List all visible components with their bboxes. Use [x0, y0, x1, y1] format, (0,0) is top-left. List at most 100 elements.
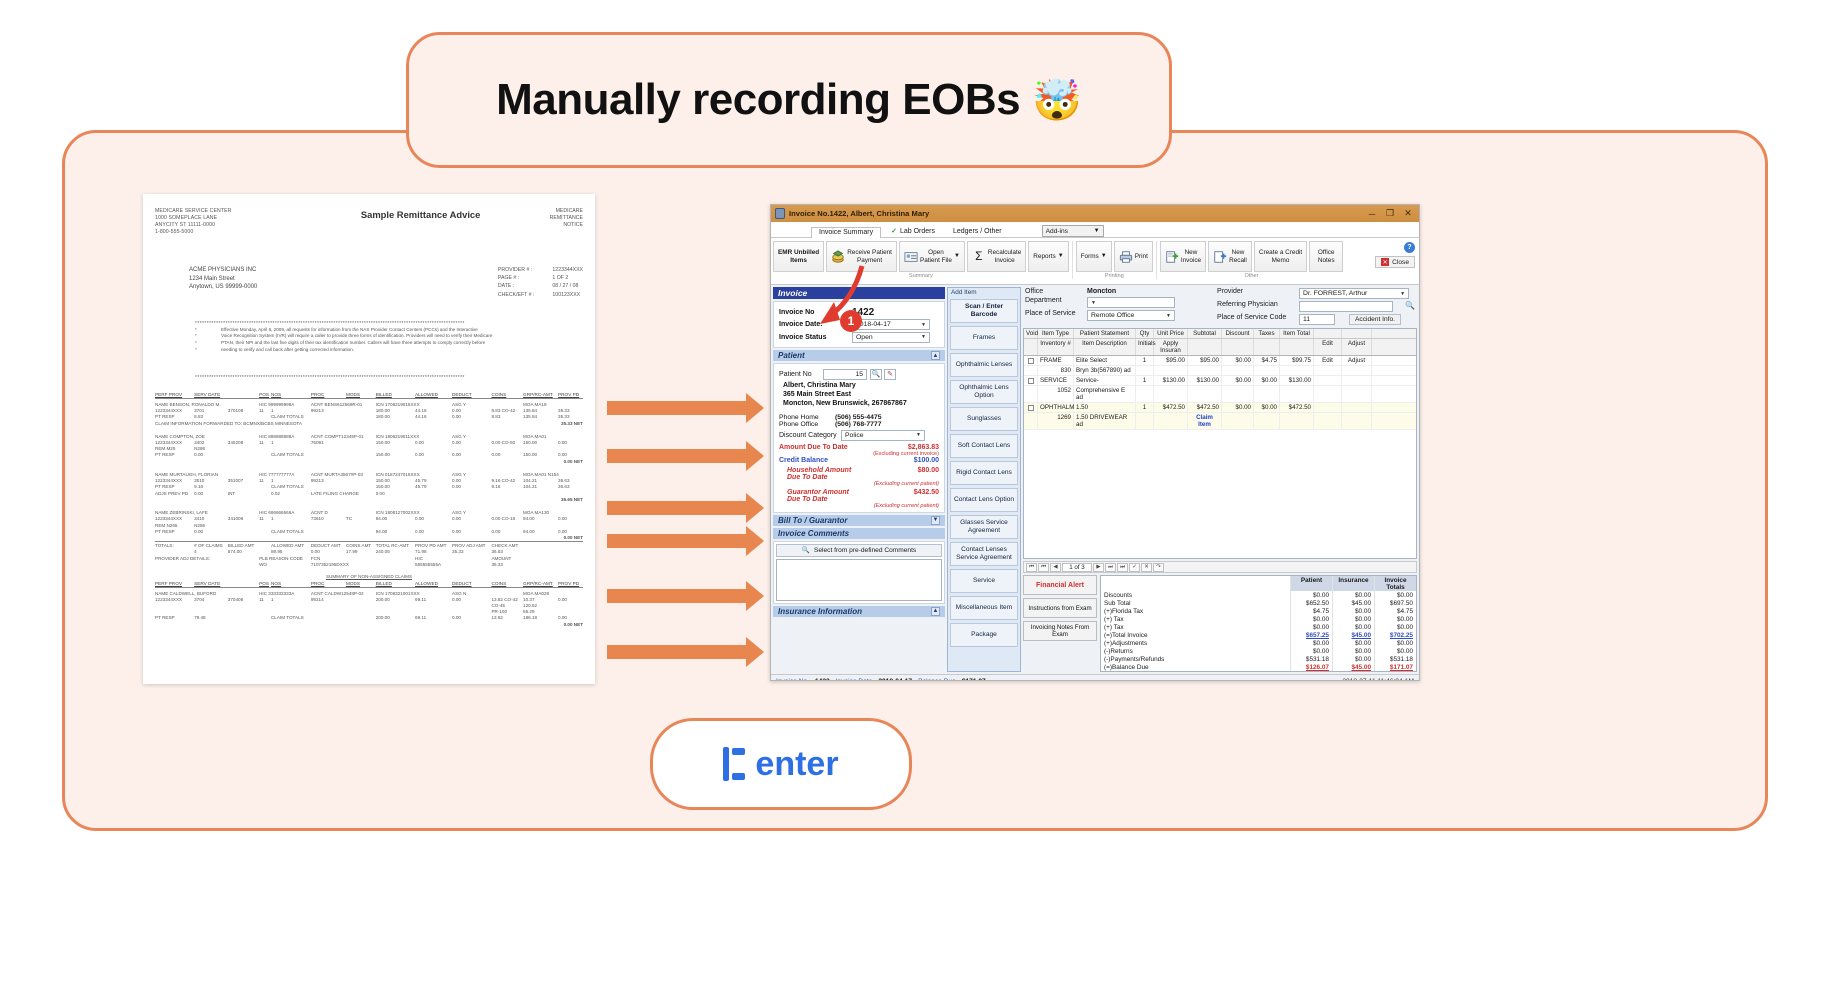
banner-title-pill: Manually recording EOBs 🤯 — [406, 32, 1172, 168]
referring-physician-row: Referring Physician 🔍 — [1217, 301, 1415, 312]
accident-info-button[interactable]: Accident Info. — [1349, 314, 1401, 325]
prev-page-button[interactable]: ⏮ — [1038, 562, 1049, 572]
patient-name: Albert, Christina Mary — [783, 382, 856, 389]
first-record-button[interactable]: ⏮ — [1026, 562, 1037, 572]
add-item-sunglasses[interactable]: Sunglasses — [950, 406, 1018, 431]
items-grid-header-row2: Inventory # Item Description Initials Ap… — [1024, 339, 1416, 356]
predefined-comments-button[interactable]: 🔍 Select from pre-defined Comments — [776, 543, 942, 557]
help-button[interactable]: ? — [1404, 242, 1415, 253]
table-row: (+) Tax$0.00$0.00$0.00 — [1101, 623, 1416, 631]
provider-address: ACME PHYSICIANS INC 1234 Main Street Any… — [189, 267, 258, 290]
add-item-contact-lenses-service-agreement[interactable]: Contact Lenses Service Agreement — [950, 541, 1018, 566]
pos-code-input[interactable]: 11 — [1299, 314, 1336, 325]
table-row: Discounts$0.00$0.00$0.00 — [1101, 591, 1416, 599]
add-item-frames[interactable]: Frames — [950, 325, 1018, 350]
recalculate-invoice-button[interactable]: Σ Recalculate Invoice — [966, 241, 1027, 272]
next-page-button[interactable]: ⏭ — [1105, 562, 1116, 572]
add-item-service[interactable]: Service — [950, 568, 1018, 593]
add-item-package[interactable]: Package — [950, 622, 1018, 647]
status-bar: Invoice No. 1422 Invoice Date 2018-04-17… — [771, 674, 1419, 680]
forms-button[interactable]: Forms ▼ — [1075, 241, 1112, 272]
amount-due-row: Amount Due To Date $2,863.83 — [779, 443, 939, 451]
open-patient-file-button[interactable]: Open Patient File ▼ — [898, 241, 965, 272]
patient-section-header: Patient ▲ — [773, 350, 945, 361]
minimize-button[interactable]: ─ — [1368, 208, 1376, 219]
void-checkbox[interactable] — [1027, 377, 1034, 384]
patient-address-1: 365 Main Street East — [783, 391, 852, 398]
void-checkbox[interactable] — [1027, 357, 1034, 364]
table-row: NAME CALDWELL, BUFORD HIC 333333333A ACN… — [155, 590, 550, 596]
patient-no-input[interactable]: 15 — [823, 368, 867, 380]
brand-pill: enter — [650, 718, 912, 810]
reports-button[interactable]: Reports ▼ — [1028, 241, 1069, 272]
maximize-button[interactable]: ❐ — [1385, 208, 1395, 218]
financial-alert-button[interactable]: Financial Alert — [1023, 575, 1097, 595]
claim-item-link[interactable]: Claim Item — [1188, 413, 1222, 429]
print-button[interactable]: Print — [1113, 241, 1153, 272]
callout-badge-1: 1 — [840, 310, 862, 332]
referring-physician-input[interactable] — [1299, 301, 1394, 312]
add-item-soft-contact-lens[interactable]: Soft Contact Lens — [950, 433, 1018, 458]
add-item-glasses-service-agreement[interactable]: Glasses Service Agreement — [950, 514, 1018, 539]
money-icon — [832, 249, 844, 263]
tab-lab-orders[interactable]: ✓Lab Orders — [891, 228, 935, 235]
referring-physician-label: Referring Physician — [1217, 301, 1278, 308]
invoice-application-window: Invoice No.1422, Albert, Christina Mary … — [770, 204, 1420, 681]
emr-unbilled-items-button[interactable]: EMR Unbilled Items — [773, 241, 825, 272]
instructions-from-exam-button[interactable]: Instructions from Exam — [1023, 598, 1097, 618]
addins-dropdown[interactable]: Add-ins▼ — [1041, 225, 1104, 237]
tab-ledgers-other[interactable]: Ledgers / Other — [952, 228, 1002, 235]
discount-category-select[interactable]: Police — [841, 429, 925, 441]
collapse-icon[interactable]: ▲ — [931, 351, 940, 360]
invoice-comments-textarea[interactable] — [776, 558, 942, 601]
cancel-icon[interactable]: ✕ — [1141, 562, 1152, 572]
invoicing-notes-from-exam-button[interactable]: Invoicing Notes From Exam — [1023, 621, 1097, 641]
confirm-icon[interactable]: ✓ — [1129, 562, 1140, 572]
next-record-button[interactable]: ▶ — [1093, 562, 1104, 572]
edit-patient-icon[interactable]: ✎ — [884, 368, 896, 380]
insurance-information-header[interactable]: Insurance Information ▲ — [773, 605, 945, 617]
new-recall-button[interactable]: New Recall — [1208, 241, 1252, 272]
bill-to-guarantor-header[interactable]: Bill To / Guarantor ▼ — [773, 514, 945, 526]
close-window-button[interactable]: ✕ — [1404, 208, 1412, 218]
add-item-miscellaneous-item[interactable]: Miscellaneous Item — [950, 595, 1018, 620]
add-item-panel: Add Item Scan / Enter Barcode Frames Oph… — [947, 287, 1021, 672]
expand-icon[interactable]: ▼ — [931, 515, 940, 525]
new-invoice-button[interactable]: New Invoice — [1159, 241, 1207, 272]
record-position: 1 of 3 — [1062, 562, 1092, 572]
office-notes-button[interactable]: Office Notes — [1309, 241, 1344, 272]
adjust-item-button[interactable]: Adjust — [1342, 356, 1372, 365]
void-checkbox[interactable] — [1027, 404, 1034, 411]
sigma-icon: Σ — [975, 248, 983, 263]
collapse-icon[interactable]: ▲ — [931, 606, 940, 616]
close-invoice-button[interactable]: ✕ Close — [1375, 256, 1415, 268]
plus-icon — [1214, 250, 1227, 263]
edit-item-button[interactable]: Edit — [1314, 356, 1342, 365]
alert-buttons: Financial Alert Instructions from Exam I… — [1023, 575, 1097, 672]
prev-record-button[interactable]: ◀ — [1050, 562, 1061, 572]
search-icon[interactable]: 🔍 — [1405, 301, 1415, 310]
provider-select[interactable]: Dr. FORREST, Arthur — [1299, 288, 1410, 299]
department-select[interactable] — [1087, 297, 1175, 308]
scan-enter-barcode-button[interactable]: Scan / Enter Barcode — [950, 298, 1018, 323]
search-icon[interactable]: 🔍 — [870, 368, 882, 380]
divider-dots-bottom: ****************************************… — [195, 375, 465, 382]
close-icon: ✕ — [1381, 258, 1390, 266]
create-credit-memo-button[interactable]: Create a Credit Memo — [1253, 241, 1308, 272]
add-item-contact-lens-option[interactable]: Contact Lens Option — [950, 487, 1018, 512]
place-of-service-select[interactable]: Remote Office — [1087, 310, 1175, 321]
window-titlebar: Invoice No.1422, Albert, Christina Mary … — [771, 205, 1419, 222]
add-item-rigid-contact-lens[interactable]: Rigid Contact Lens — [950, 460, 1018, 485]
add-item-ophthalmic-lens-option[interactable]: Ophthalmic Lens Option — [950, 379, 1018, 404]
add-item-ophthalmic-lenses[interactable]: Ophthalmic Lenses — [950, 352, 1018, 377]
tab-invoice-summary[interactable]: Invoice Summary — [811, 227, 882, 238]
invoice-status-input[interactable]: Open — [852, 331, 930, 343]
last-record-button[interactable]: ⏭ — [1117, 562, 1128, 572]
refresh-icon[interactable]: ↷ — [1153, 562, 1164, 572]
